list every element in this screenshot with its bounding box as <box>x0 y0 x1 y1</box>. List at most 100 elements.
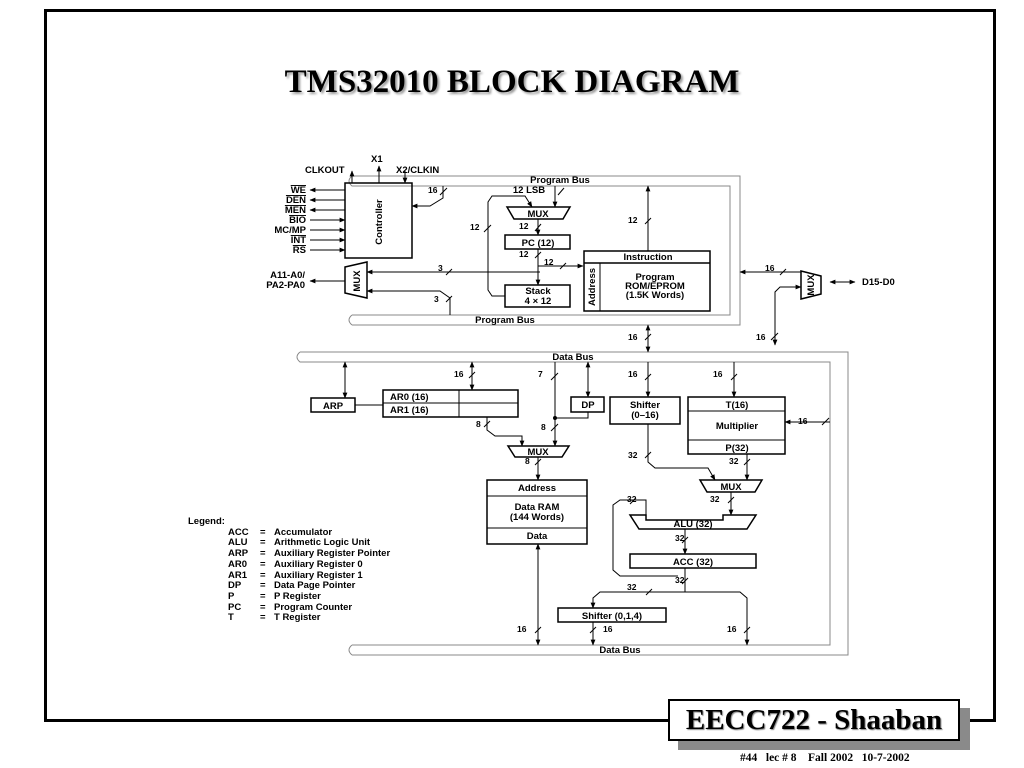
data-bus-outline <box>300 351 849 656</box>
t-register-label: T(16) <box>726 400 749 411</box>
ar1-label: AR1 (16) <box>390 405 429 416</box>
legend-item: AR0 = Auxiliary Register 0 <box>228 558 390 571</box>
width-label: 16 <box>428 185 438 195</box>
acc-register <box>629 553 757 569</box>
width-label: 32 <box>675 575 685 585</box>
legend-equals: = <box>260 548 266 560</box>
legend-item: AR1 = Auxiliary Register 1 <box>228 569 390 582</box>
legend-equals: = <box>260 569 266 581</box>
slide-frame <box>44 9 996 722</box>
legend-abbr: ALU <box>228 537 248 549</box>
width-label: 12 <box>470 222 480 232</box>
p-register-label: P(32) <box>725 443 748 454</box>
shifter-0-1-4 <box>557 607 667 623</box>
legend-abbr: ACC <box>228 526 249 538</box>
legend-desc: Program Counter <box>274 601 353 613</box>
legend-abbr: PC <box>228 601 242 613</box>
rom-address-label: Address <box>587 268 598 306</box>
legend-item: DP=Data Page Pointer <box>228 581 390 592</box>
pin-den: DEN <box>286 195 306 206</box>
ram-data-label: Data <box>527 531 548 542</box>
slide-title: TMS32010 BLOCK DIAGRAM <box>284 64 740 100</box>
width-label: 16 <box>628 369 638 379</box>
alu-mux-label: MUX <box>720 482 742 493</box>
legend-desc: Data Page Pointer <box>274 580 356 592</box>
width-label: 16 <box>765 263 775 273</box>
multiplier-label: Multiplier <box>716 421 759 432</box>
program-bus-label-bottom: Program Bus <box>475 315 535 326</box>
pin-we: WE <box>291 185 306 196</box>
width-label: 12 <box>519 221 529 231</box>
course-badge: EECC722 - Shaaban <box>668 699 960 741</box>
width-label: 16 <box>713 369 723 379</box>
legend-item: ACC=Accumulator <box>228 526 390 539</box>
multiplier-block <box>687 396 786 455</box>
legend-desc: Auxiliary Register 1 <box>274 569 363 581</box>
ram-mux-label: MUX <box>527 447 549 458</box>
legend-desc: P Register <box>274 590 321 602</box>
lsb-label: 12 LSB <box>513 185 545 196</box>
legend-abbr: ARP <box>228 548 249 560</box>
width-label: 12 <box>544 257 554 267</box>
rom-label-3: (1.5K Words) <box>626 290 684 301</box>
legend-equals: = <box>260 526 266 538</box>
legend-abbr: AR0 <box>228 558 248 570</box>
width-label: 16 <box>628 332 638 342</box>
legend-abbr: AR1 <box>228 569 248 581</box>
width-label: 3 <box>438 263 443 273</box>
width-label: 3 <box>434 294 439 304</box>
legend-abbr: P <box>228 590 235 602</box>
pc-mux <box>505 206 572 220</box>
acc-label: ACC (32) <box>673 557 713 568</box>
address-output-label-2: PA2-PA0 <box>266 280 305 291</box>
width-label: 7 <box>538 369 543 379</box>
rom-label-2: ROM/EPROM <box>625 281 685 292</box>
pin-clkout: CLKOUT <box>305 165 345 176</box>
ram-label-2: (144 Words) <box>510 512 564 523</box>
width-label: 32 <box>675 533 685 543</box>
width-label: 12 <box>519 249 529 259</box>
ram-mux <box>506 445 571 458</box>
width-label: 16 <box>727 624 737 634</box>
rom-instruction-label: Instruction <box>623 252 672 263</box>
legend-desc: T Register <box>274 612 321 624</box>
address-mux <box>344 261 368 299</box>
pc-mux-label: MUX <box>527 209 549 220</box>
ram-address-label: Address <box>518 483 556 494</box>
legend-item: P=P Register <box>228 590 390 603</box>
legend-equals: = <box>260 612 266 624</box>
ram-label-1: Data RAM <box>515 502 560 513</box>
pin-rs: RS <box>293 245 306 256</box>
width-label: 32 <box>729 456 739 466</box>
width-label: 16 <box>454 369 464 379</box>
legend-desc: Arithmetic Logic Unit <box>274 537 371 549</box>
ar0-label: AR0 (16) <box>390 392 429 403</box>
arp-label: ARP <box>323 401 344 412</box>
width-label: 16 <box>798 416 808 426</box>
address-mux-label: MUX <box>352 270 363 292</box>
width-label: 8 <box>541 422 546 432</box>
alu-mux <box>698 479 764 493</box>
width-label: 32 <box>627 494 637 504</box>
controller-label: Controller <box>374 199 385 245</box>
legend-equals: = <box>260 601 266 613</box>
width-label: 32 <box>710 494 720 504</box>
width-label: 8 <box>525 456 530 466</box>
alu-label: ALU (32) <box>673 519 712 530</box>
width-label: 16 <box>756 332 766 342</box>
shifter1-label-2: (0–16) <box>631 410 658 421</box>
legend-equals: = <box>260 558 266 570</box>
pin-bio: BIO <box>289 215 306 226</box>
pin-x2-clkin: X2/CLKIN <box>396 165 439 176</box>
shifter2-label: Shifter (0,1,4) <box>582 611 642 622</box>
width-label: 32 <box>627 582 637 592</box>
legend-desc: Auxiliary Register Pointer <box>274 548 391 560</box>
pin-x1: X1 <box>371 154 383 165</box>
pc-label: PC (12) <box>522 238 555 249</box>
legend-desc: Auxiliary Register 0 <box>274 558 363 570</box>
rom-label-1: Program <box>635 272 674 283</box>
stack-block <box>504 284 571 308</box>
width-label: 16 <box>517 624 527 634</box>
